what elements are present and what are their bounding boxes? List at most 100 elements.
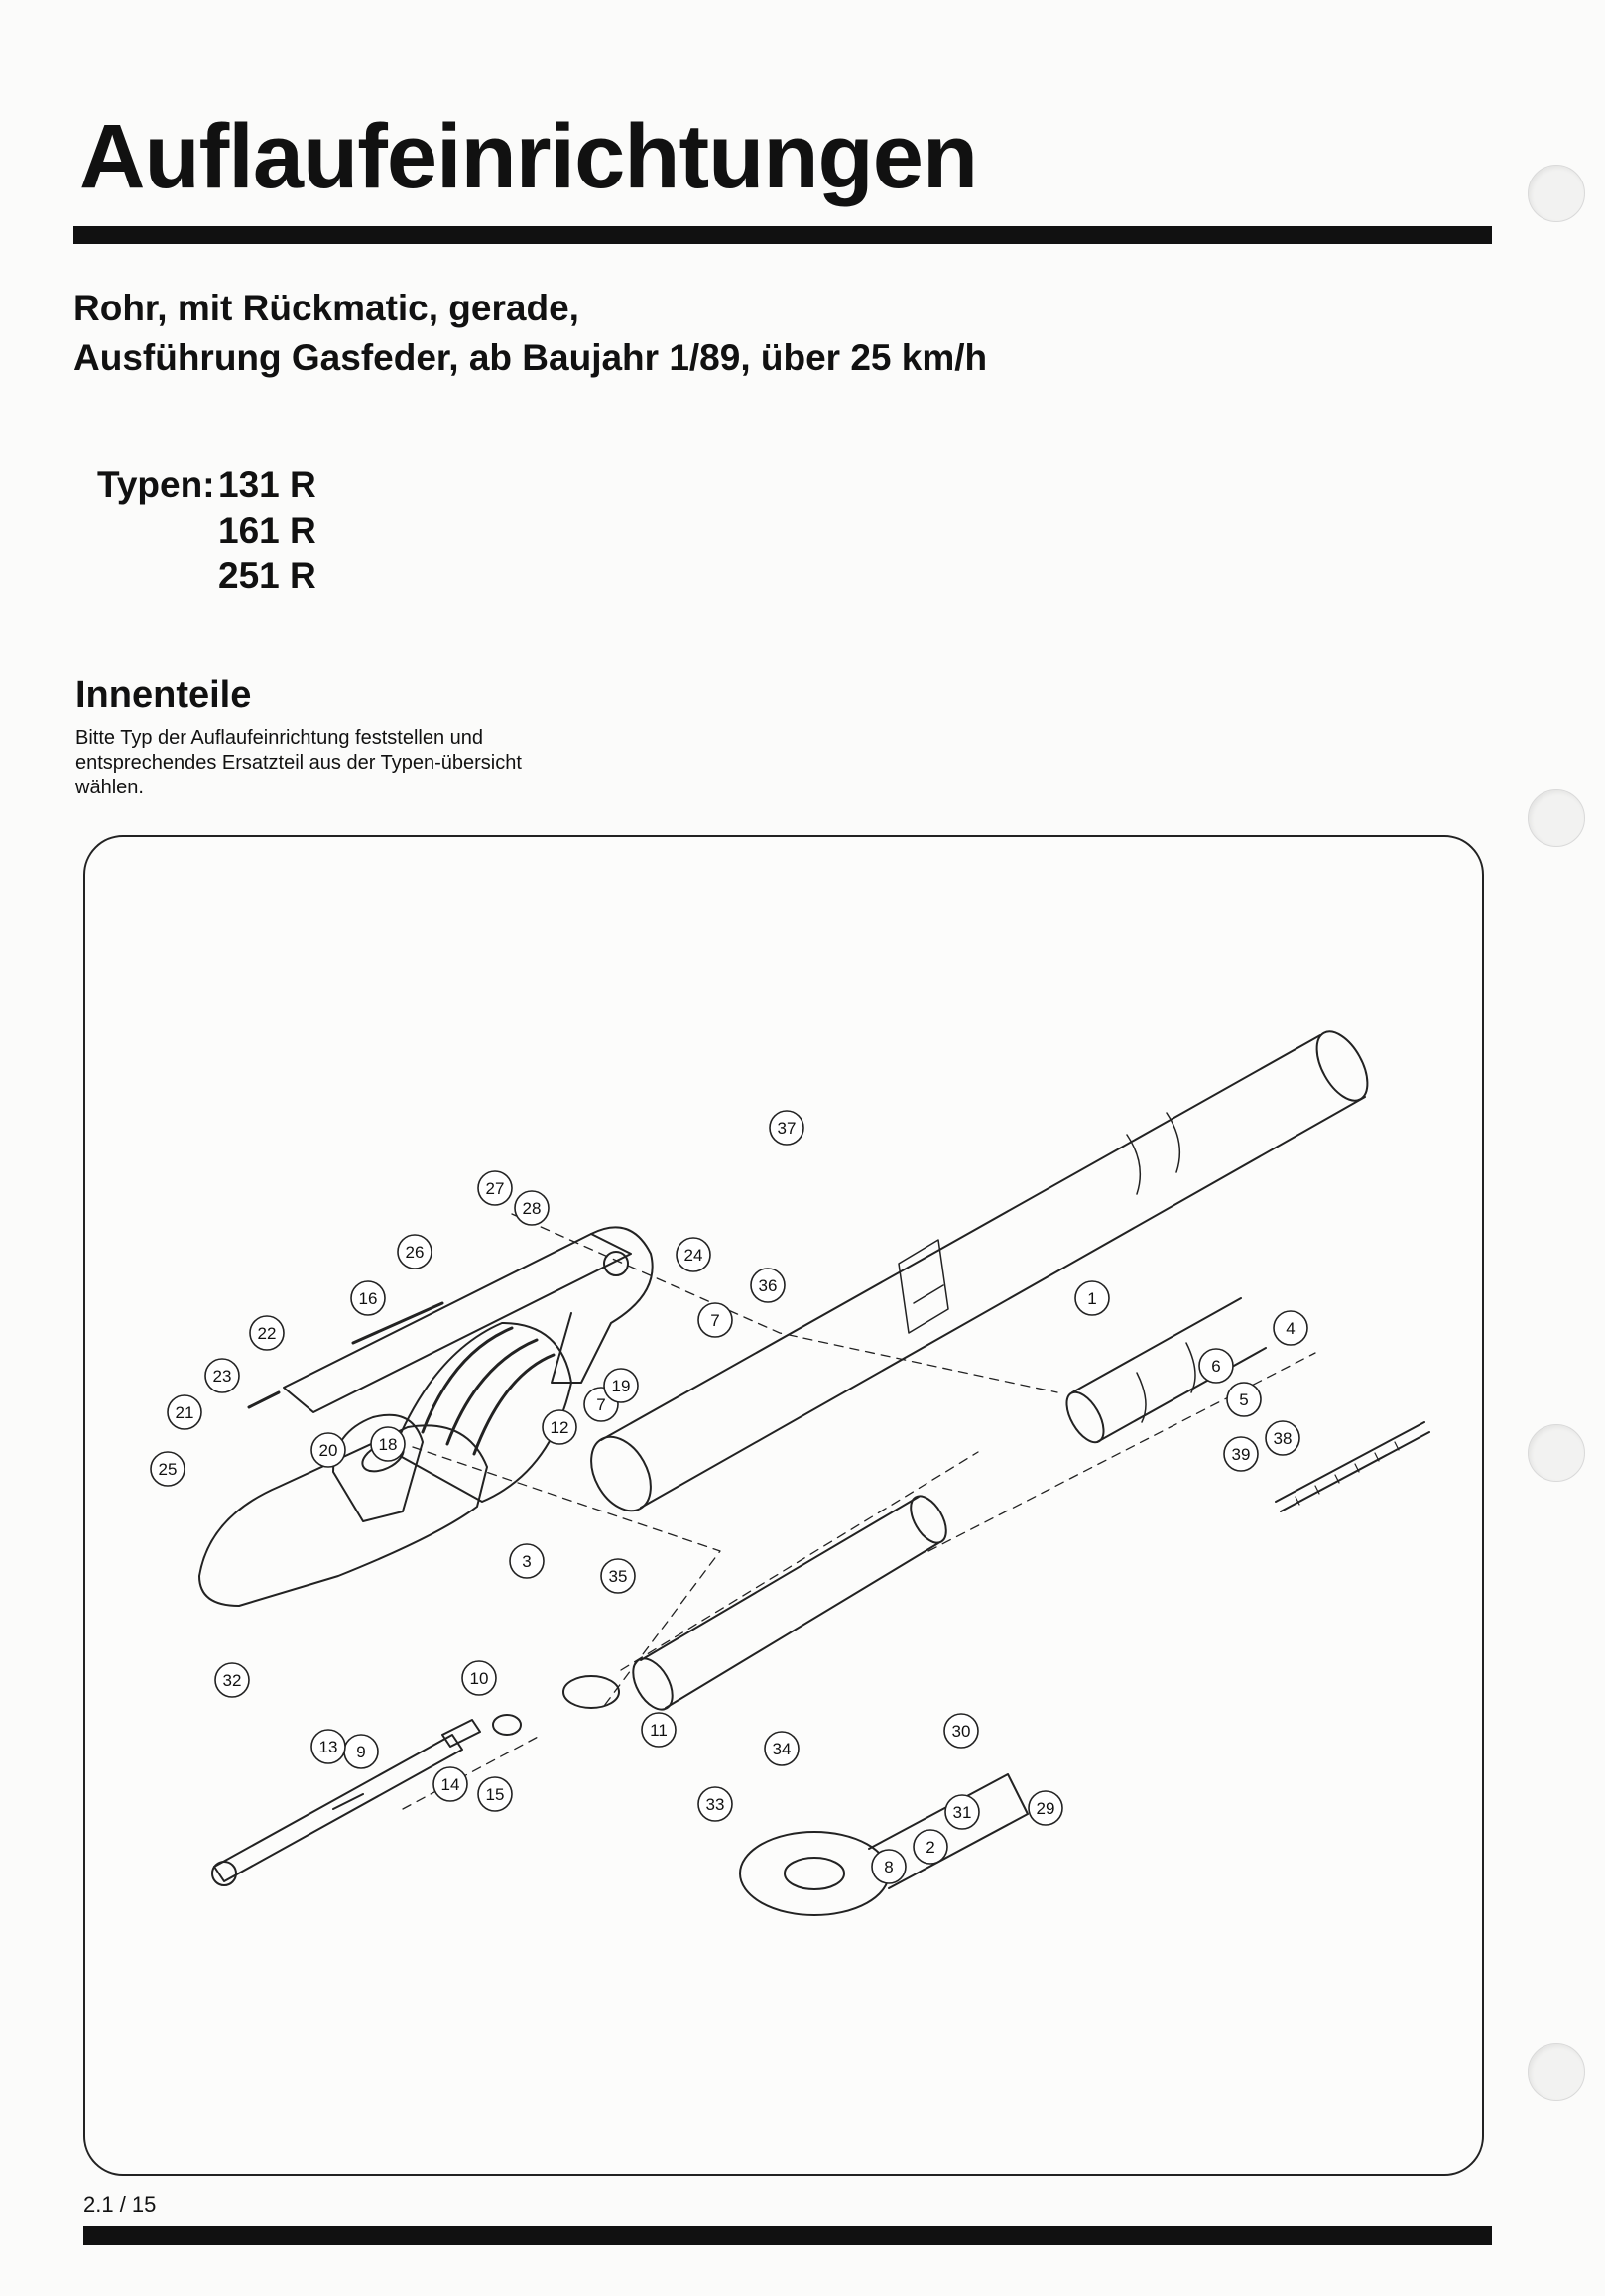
part-number-label: 36 (759, 1276, 778, 1295)
part-callout: 32 (214, 1662, 250, 1698)
part-number-label: 10 (470, 1669, 489, 1688)
part-number-label: 34 (773, 1740, 792, 1758)
part-callout-circle (697, 1786, 733, 1822)
part-callout-circle (509, 1543, 545, 1579)
part-callout: 15 (477, 1776, 513, 1812)
page-subtitle: Rohr, mit Rückmatic, gerade, Ausführung … (73, 284, 987, 383)
type-item: 251 R (218, 555, 316, 596)
part-number-label: 30 (952, 1722, 971, 1741)
part-callout-circle (769, 1110, 804, 1146)
part-callout-circle (750, 1268, 786, 1303)
part-number-label: 32 (223, 1671, 242, 1690)
part-number-label: 37 (778, 1119, 797, 1138)
part-callout-circle (370, 1426, 406, 1462)
part-callout-circle (1074, 1280, 1110, 1316)
part-callout-circle (1223, 1436, 1259, 1472)
punch-hole (1528, 789, 1585, 847)
hand-brake-drawing (247, 1226, 654, 1413)
roller-drawing (492, 1714, 522, 1736)
type-item: 161 R (218, 510, 316, 550)
part-callout-circle (1198, 1348, 1234, 1384)
page-number: 2.1 / 15 (83, 2192, 157, 2217)
part-callout-circle (310, 1432, 346, 1468)
part-number-label: 31 (953, 1803, 972, 1822)
part-number-label: 24 (684, 1246, 703, 1265)
header-rule (73, 226, 1492, 244)
part-callout-circle (676, 1237, 711, 1272)
part-callout-circle (249, 1315, 285, 1351)
part-callout: 6 (1198, 1348, 1234, 1384)
subtitle-line-2: Ausführung Gasfeder, ab Baujahr 1/89, üb… (73, 337, 988, 378)
part-number-label: 23 (213, 1367, 232, 1386)
part-number-label: 18 (379, 1435, 398, 1454)
part-callout: 24 (676, 1237, 711, 1272)
part-callout-circle (542, 1409, 577, 1445)
part-callout: 36 (750, 1268, 786, 1303)
part-callout-circle (1273, 1310, 1308, 1346)
part-number-label: 33 (706, 1795, 725, 1814)
part-callout: 3 (509, 1543, 545, 1579)
part-callout-circle (204, 1358, 240, 1393)
part-callout: 37 (769, 1110, 804, 1146)
part-callout-circle (477, 1170, 513, 1206)
part-callout: 7 (697, 1302, 733, 1338)
part-callout: 5 (1226, 1382, 1262, 1417)
damper-sleeve-drawing (1065, 1297, 1267, 1444)
part-callout: 26 (397, 1234, 432, 1269)
part-number-label: 7 (710, 1311, 719, 1330)
part-callout: 34 (764, 1731, 800, 1766)
part-callout-circle (764, 1731, 800, 1766)
part-number-label: 38 (1274, 1429, 1293, 1448)
part-callout-circle (913, 1829, 948, 1865)
punch-hole (1528, 1424, 1585, 1482)
part-number-label: 21 (176, 1403, 194, 1422)
part-callout: 18 (370, 1426, 406, 1462)
part-callout: 20 (310, 1432, 346, 1468)
part-callout: 30 (943, 1713, 979, 1749)
section-note: Bitte Typ der Auflaufeinrichtung festste… (75, 727, 522, 798)
part-callout-circle (1226, 1382, 1262, 1417)
part-callout: 21 (167, 1394, 202, 1430)
part-number-label: 22 (258, 1324, 277, 1343)
footer-rule (83, 2226, 1492, 2245)
part-callout-circle (350, 1280, 386, 1316)
part-callout-circle (944, 1794, 980, 1830)
part-callout-circle (1265, 1420, 1300, 1456)
part-number-label: 14 (441, 1775, 460, 1794)
part-callout: 11 (641, 1712, 677, 1748)
section-heading: Innenteile (75, 674, 252, 716)
part-number-label: 25 (159, 1460, 178, 1479)
type-item: 131 R (218, 464, 316, 505)
gas-spring-drawing (211, 1719, 481, 1886)
part-callout-circle (477, 1776, 513, 1812)
towing-eye-drawing (739, 1773, 1029, 1916)
part-number-label: 13 (319, 1738, 338, 1756)
part-callout-circle (150, 1451, 185, 1487)
part-number-label: 20 (319, 1441, 338, 1460)
part-callout: 19 (603, 1368, 639, 1403)
part-number-label: 29 (1037, 1799, 1055, 1818)
part-callout: 28 (514, 1190, 550, 1226)
part-number-label: 12 (551, 1418, 569, 1437)
part-callout-circle (432, 1766, 468, 1802)
part-callout: 14 (432, 1766, 468, 1802)
part-callout: 33 (697, 1786, 733, 1822)
part-number-label: 28 (523, 1199, 542, 1218)
part-callout-circle (943, 1713, 979, 1749)
part-callout-circle (600, 1558, 636, 1594)
part-callout: 31 (944, 1794, 980, 1830)
part-callout-circle (1028, 1790, 1063, 1826)
part-callout-circle (397, 1234, 432, 1269)
part-callout: 38 (1265, 1420, 1300, 1456)
punch-hole (1528, 2043, 1585, 2101)
part-callout-circle (461, 1660, 497, 1696)
part-callout: 12 (542, 1409, 577, 1445)
part-number-label: 19 (612, 1377, 631, 1395)
part-callout: 9 (343, 1734, 379, 1769)
part-callout-circle (214, 1662, 250, 1698)
inner-tube-drawing (632, 1495, 947, 1711)
types-list: 131 R 161 R 251 R (218, 462, 417, 599)
part-number-label: 26 (406, 1243, 425, 1262)
part-number-label: 8 (884, 1858, 893, 1876)
